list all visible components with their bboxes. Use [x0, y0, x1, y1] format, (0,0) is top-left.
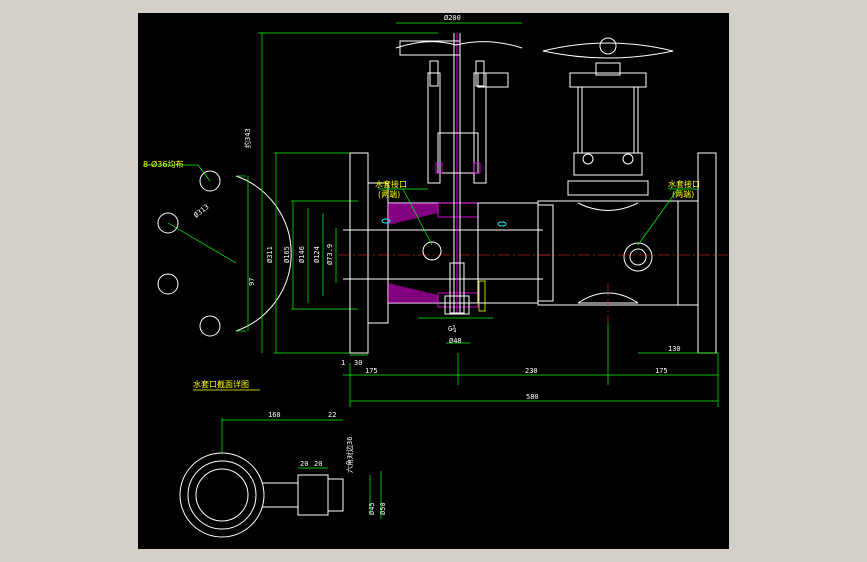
thread-label: G¾ — [448, 325, 456, 333]
d124-label: Ø124 — [313, 246, 321, 263]
left-dimension-stack: 约343 Ø311 Ø165 Ø146 Ø124 Ø73.9 — [243, 32, 438, 354]
len230-label: 230 — [525, 367, 538, 375]
cad-drawing-canvas[interactable]: 8-Ø36均布 Ø313 97 约343 Ø311 Ø165 Ø146 Ø124… — [138, 13, 729, 549]
horizontal-dimensions: 175 230 175 580 130 30 1 — [341, 323, 719, 407]
h97-label: 97 — [248, 278, 256, 286]
d311-label: Ø311 — [266, 246, 274, 263]
hex-label: 六角对边36 — [345, 437, 354, 473]
d48-label: Ø48 — [449, 337, 462, 345]
d146-label: Ø146 — [298, 246, 306, 263]
height-label: 约343 — [243, 128, 252, 148]
det22-label: 22 — [328, 411, 336, 419]
valve-external-view — [537, 37, 728, 354]
jacket-port-detail: 水套口截面详图 160 22 20 20 六角对边36 Ø45 Ø50 — [179, 379, 387, 538]
h30-label: 30 — [354, 359, 362, 367]
det-d50-label: Ø50 — [379, 502, 387, 515]
d165-label: Ø165 — [283, 246, 291, 263]
valve-drawing: 8-Ø36均布 Ø313 97 约343 Ø311 Ø165 Ø146 Ø124… — [143, 14, 728, 538]
total-label: 580 — [526, 393, 539, 401]
water-left-note: 水套接口 — [375, 179, 407, 189]
h1-label: 1 — [341, 359, 345, 367]
water-jacket-notes: 水套接口 (两端) 水套接口 (两端) — [375, 179, 700, 246]
det20b-label: 20 — [314, 460, 322, 468]
water-right-note2: (两端) — [672, 189, 694, 199]
top-width-label: Ø200 — [444, 14, 461, 22]
len175a-label: 175 — [365, 367, 378, 375]
detail-title: 水套口截面详图 — [193, 379, 249, 389]
det-d45-label: Ø45 — [368, 502, 376, 515]
d739-label: Ø73.9 — [326, 244, 334, 265]
len130-label: 130 — [668, 345, 681, 353]
len175b-label: 175 — [655, 367, 668, 375]
det20a-label: 20 — [300, 460, 308, 468]
valve-body-section — [338, 152, 558, 354]
water-right-note: 水套接口 — [668, 179, 700, 189]
det160-label: 160 — [268, 411, 281, 419]
pcd-label: Ø313 — [192, 203, 210, 220]
water-left-note2: (两端) — [378, 189, 400, 199]
hole-pattern-label: 8-Ø36均布 — [143, 159, 183, 169]
valve-stem-section: G¾ Ø48 Ø200 — [395, 14, 523, 345]
